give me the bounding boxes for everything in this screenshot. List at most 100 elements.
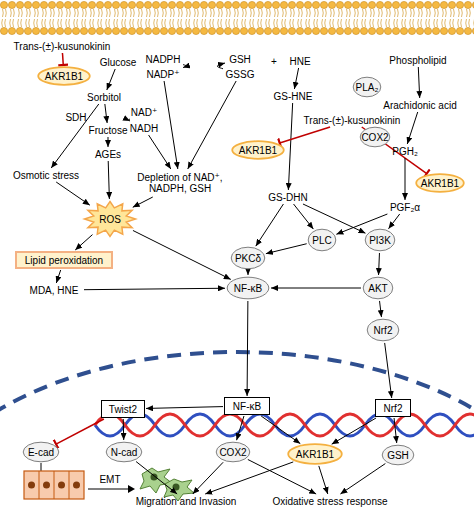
circle-shape xyxy=(231,247,265,269)
node-text: Migration and Invasion xyxy=(136,496,237,507)
circle-shape xyxy=(367,319,399,341)
molecule-circle: PKCδ xyxy=(230,246,266,270)
activation-arrow xyxy=(123,419,124,440)
activation-arrow xyxy=(107,69,115,90)
node-text: Twist2 xyxy=(109,404,137,415)
inhibition-connector xyxy=(62,53,64,65)
node-text: Trans-(±)-kusunokinin xyxy=(14,41,111,52)
label-node: Trans-(±)-kusunokinin xyxy=(3,40,121,52)
activation-arrow xyxy=(56,182,90,205)
circle-shape xyxy=(360,127,390,147)
circle-shape xyxy=(23,442,59,462)
connectors xyxy=(51,53,427,494)
node-text: SDH xyxy=(65,112,86,123)
label-node: GSSG xyxy=(224,68,256,80)
activation-arrow xyxy=(248,459,316,494)
label-node: Trans-(±)-kusunokinin xyxy=(294,114,410,126)
activation-arrow xyxy=(108,137,109,147)
inhibition-connector xyxy=(280,127,330,143)
circle-shape xyxy=(308,229,336,251)
activation-arrow xyxy=(407,112,417,144)
cell-junction xyxy=(39,471,69,499)
activation-arrow xyxy=(378,253,380,275)
label-node: SDH xyxy=(66,111,86,123)
label-node: Arachidonic acid xyxy=(377,99,463,111)
activation-arrow xyxy=(380,301,382,317)
inhibition-connector xyxy=(362,127,427,174)
emt-arrow xyxy=(88,488,128,489)
node-text: Osmotic stress xyxy=(13,170,79,181)
activation-arrow xyxy=(105,104,107,123)
circle-shape xyxy=(106,442,142,462)
circle-shape xyxy=(353,77,381,97)
activation-arrow xyxy=(385,343,392,398)
activation-arrow xyxy=(108,161,109,199)
node-text: AKT xyxy=(368,283,387,294)
node-text: N-cad xyxy=(111,447,138,458)
node-text: MDA, HNE xyxy=(30,285,79,296)
label-node: PGF₂α xyxy=(387,201,423,213)
cell-nucleus xyxy=(151,474,158,481)
node-text: NADH xyxy=(130,123,158,134)
activation-arrow xyxy=(136,462,177,494)
molecule-circle: PLC xyxy=(307,228,337,252)
label-node: MDA, HNE xyxy=(25,284,83,296)
node-text: COX2 xyxy=(219,447,246,458)
label-node: HNE xyxy=(286,55,314,67)
oval-shape xyxy=(38,67,90,85)
activation-arrow xyxy=(405,158,406,200)
leader-line xyxy=(41,463,42,471)
node-text: Lipid peroxidation xyxy=(25,255,103,266)
activation-arrow xyxy=(84,288,225,289)
circle-shape xyxy=(216,442,250,462)
label-node: NADH xyxy=(128,122,160,134)
node-text: HNE xyxy=(289,56,310,67)
node-text: GSH xyxy=(387,450,409,461)
activation-arrow xyxy=(303,204,366,233)
emt-arrowhead xyxy=(128,485,135,493)
node-text: GSH xyxy=(229,54,251,65)
label-node: Migration and Invasion xyxy=(127,495,245,507)
inhibition-connector xyxy=(56,419,104,444)
node-text: GSSG xyxy=(226,69,255,80)
node-text: PGF₂α xyxy=(390,202,420,213)
activation-arrow xyxy=(217,63,225,69)
molecule-circle: PI3K xyxy=(364,228,396,252)
node-text: PGH₂ xyxy=(392,146,418,157)
activation-arrow xyxy=(129,119,130,121)
free-label: EMT xyxy=(99,474,120,485)
circle-shape xyxy=(227,277,269,299)
node-text: PI3K xyxy=(369,235,391,246)
activation-arrow xyxy=(394,418,397,443)
cell-nucleus xyxy=(73,482,80,489)
activation-arrow xyxy=(205,462,293,494)
activation-arrow xyxy=(188,81,236,169)
cell-membrane xyxy=(0,0,474,36)
activation-arrow xyxy=(164,81,178,169)
label-node: Sorbitol xyxy=(82,91,126,103)
activation-arrow xyxy=(183,65,186,68)
node-text: GS-HNE xyxy=(274,91,313,102)
cell-nucleus xyxy=(58,482,65,489)
molecule-circle: N-cad xyxy=(105,441,143,463)
label-node: NADP⁺ xyxy=(144,68,182,80)
process-box: Lipid peroxidation xyxy=(15,251,113,269)
molecule-circle: Nrf2 xyxy=(366,318,400,342)
label-node: NAD⁺ xyxy=(129,106,159,118)
circle-shape xyxy=(363,277,393,299)
node-text: COX2 xyxy=(361,132,388,143)
activation-arrow xyxy=(133,230,231,279)
molecule-circle: COX2 xyxy=(215,441,251,463)
node-text: Nrf2 xyxy=(374,325,393,336)
activation-arrow xyxy=(340,464,385,494)
free-label: + xyxy=(271,56,277,67)
nucleus-border xyxy=(0,352,474,519)
node-text: AKR1B1 xyxy=(239,145,277,156)
enzyme-oval: AKR1B1 xyxy=(287,443,343,465)
label-node: Fructose xyxy=(85,124,131,136)
enzyme-oval: AKR1B1 xyxy=(231,140,285,160)
label-node: Glucose xyxy=(97,56,139,68)
enzyme-oval: AKR1B1 xyxy=(37,66,91,86)
node-text: NAD⁺ xyxy=(131,107,157,118)
